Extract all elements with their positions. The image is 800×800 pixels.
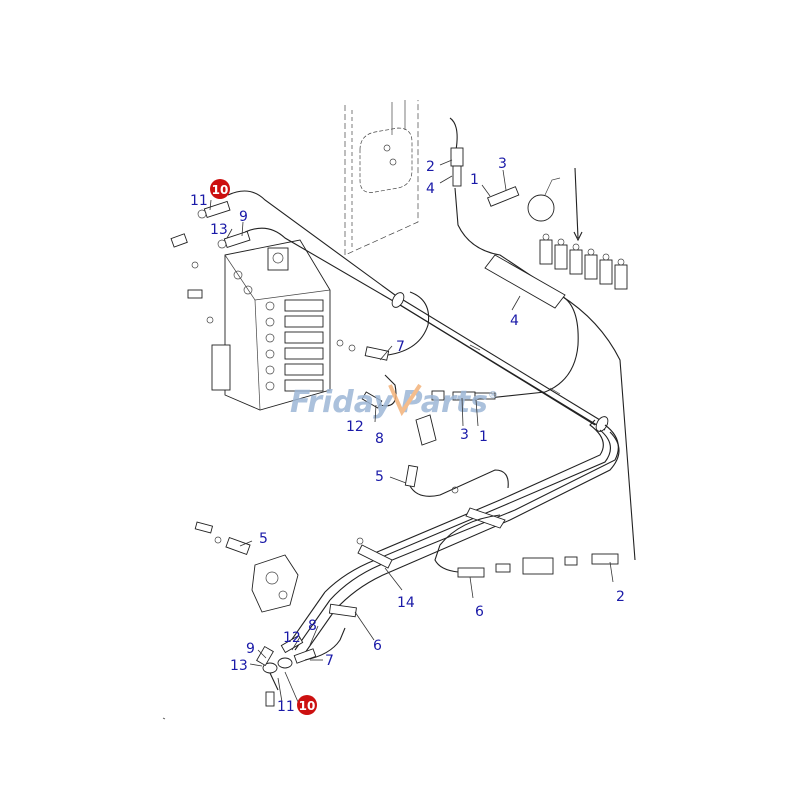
hose-bundle — [227, 190, 609, 432]
ppc-valve-section — [584, 254, 598, 280]
callout-4-top: 4 — [426, 181, 435, 197]
valve-spool — [284, 315, 324, 328]
callout-5-mid: 5 — [375, 469, 384, 485]
callout-13-lower: 13 — [230, 658, 248, 674]
valve-port — [265, 301, 275, 311]
valve-port — [265, 349, 275, 359]
center-valve-block — [415, 414, 437, 446]
fitting-item-3-1-mid — [431, 390, 496, 401]
callout-12-lower: 12 — [283, 630, 301, 646]
lower-fitting-item-6 — [328, 603, 357, 618]
callout-7-lower: 7 — [325, 653, 334, 669]
fitting-item-2-top — [450, 147, 464, 187]
callout-5-lower: 5 — [259, 531, 268, 547]
callout-11-top: 11 — [190, 193, 208, 209]
cab-panel — [344, 100, 419, 256]
badge-10-bottom: 10 — [297, 695, 317, 715]
valve-port — [265, 317, 275, 327]
lower-control-valve — [194, 521, 299, 613]
callout-labels: 11 13 9 2 4 1 3 4 7 12 8 3 1 5 5 14 6 2 … — [190, 156, 625, 715]
ppc-valve-fitting — [542, 233, 550, 241]
watermark-parts: Parts — [401, 385, 488, 420]
valve-port — [265, 381, 275, 391]
ppc-valve-fitting — [557, 238, 565, 246]
callout-9-lower: 9 — [246, 641, 255, 657]
valve-spool — [284, 299, 324, 312]
callout-13-top: 13 — [210, 222, 228, 238]
ppc-valve-section — [599, 259, 613, 285]
watermark-registered: ® — [488, 390, 498, 401]
ppc-valve-fitting — [572, 243, 580, 251]
valve-spool — [284, 363, 324, 376]
callout-3-top: 3 — [498, 156, 507, 172]
callout-1-mid: 1 — [479, 429, 488, 445]
callout-11-lower: 11 — [277, 699, 295, 715]
callout-6-right: 6 — [475, 604, 484, 620]
upper-left-hose-ends — [197, 200, 251, 249]
hose-item-1-top — [487, 177, 561, 222]
callout-8-lower: 8 — [308, 618, 317, 634]
clamp-brackets — [356, 486, 506, 569]
callout-14: 14 — [397, 595, 415, 611]
valve-port — [265, 333, 275, 343]
ppc-valve-section — [539, 239, 553, 265]
leader-lines — [209, 159, 614, 703]
callout-9-top: 9 — [239, 209, 248, 225]
callout-2-top: 2 — [426, 159, 435, 175]
ppc-valve-fitting — [617, 258, 625, 266]
fitting-item-12-8 — [336, 339, 397, 409]
callout-1-top: 1 — [470, 172, 479, 188]
valve-spool — [284, 379, 324, 392]
lower-hose-run — [287, 419, 620, 661]
valve-spool — [284, 331, 324, 344]
ppc-valve-fitting — [602, 253, 610, 261]
hose-item-5-mid — [404, 464, 509, 497]
badge-10-top: 10 — [210, 179, 230, 199]
lower-right-fittings — [434, 514, 619, 578]
callout-8-mid: 8 — [375, 431, 384, 447]
left-fittings — [170, 233, 214, 324]
tube-item-4 — [484, 254, 566, 309]
ppc-valve-section — [554, 244, 568, 270]
main-control-valve — [211, 239, 331, 411]
callout-4-tube: 4 — [510, 313, 519, 329]
callout-2-right: 2 — [616, 589, 625, 605]
callout-12-mid: 12 — [346, 419, 364, 435]
badge-10-bottom-label: 10 — [299, 699, 316, 713]
callout-3-mid: 3 — [460, 427, 469, 443]
watermark-friday: Friday — [290, 385, 394, 420]
callout-7-mid: 7 — [396, 339, 405, 355]
ppc-valve-bank — [539, 167, 628, 290]
valve-spool — [284, 347, 324, 360]
callout-6-lower: 6 — [373, 638, 382, 654]
ppc-valve-section — [614, 264, 628, 290]
badge-10-top-label: 10 — [212, 183, 229, 197]
ppc-valve-section — [569, 249, 583, 275]
valve-port — [265, 365, 275, 375]
ppc-valve-fitting — [587, 248, 595, 256]
